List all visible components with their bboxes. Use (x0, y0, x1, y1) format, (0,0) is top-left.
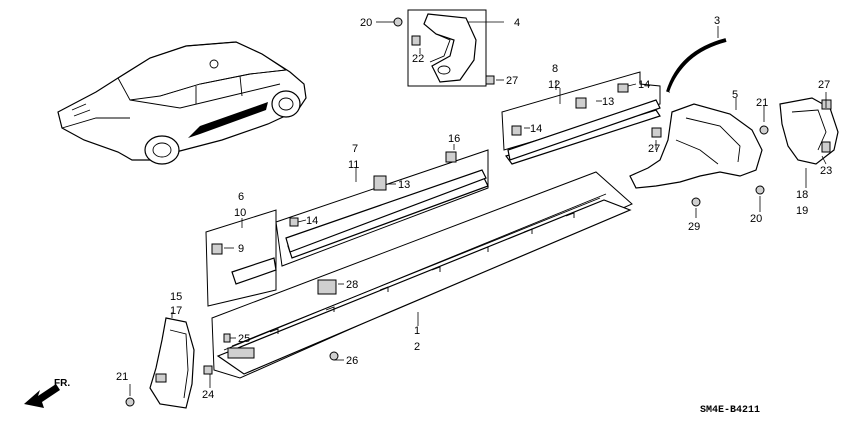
label-18: 18 (796, 189, 808, 201)
label-21: 21 (756, 97, 768, 109)
label-6: 6 (238, 191, 244, 203)
part-5-inner-fender (629, 98, 763, 189)
label-27: 27 (506, 75, 518, 87)
label-28: 28 (346, 279, 358, 291)
label-26: 26 (346, 355, 358, 367)
label-4: 4 (514, 17, 520, 29)
label-16: 16 (448, 133, 460, 145)
label-7: 7 (352, 143, 358, 155)
label-27: 27 (818, 79, 830, 91)
label-12: 12 (548, 79, 560, 91)
label-29: 29 (688, 221, 700, 233)
label-17: 17 (170, 305, 182, 317)
car-illustration (57, 41, 307, 165)
label-20: 20 (360, 17, 372, 29)
label-27: 27 (648, 143, 660, 155)
label-24: 24 (202, 389, 214, 401)
label-15: 15 (170, 291, 182, 303)
label-22: 22 (412, 53, 424, 65)
part-8-12-rear-garnish (501, 71, 661, 165)
part-6-10-small-garnish (205, 209, 277, 307)
label-19: 19 (796, 205, 808, 217)
label-13: 13 (602, 96, 614, 108)
part-7-11-front-garnish (275, 149, 489, 267)
label-10: 10 (234, 207, 246, 219)
label-9: 9 (238, 243, 244, 255)
label-5: 5 (732, 89, 738, 101)
label-2: 2 (414, 341, 420, 353)
part-1-2-side-sill (211, 171, 633, 379)
part-4-bracket (390, 9, 504, 87)
front-direction-label: FR. (54, 378, 70, 389)
front-direction-arrow (24, 384, 60, 408)
part-18-19-rear-mudguard (691, 97, 839, 207)
label-11: 11 (348, 159, 359, 171)
diagram-code: SM4E-B4211 (700, 405, 760, 416)
callout-labels: 20 4 22 27 3 8 12 14 13 14 5 21 27 27 7 … (54, 15, 832, 416)
part-15-17-front-mudguard (125, 317, 213, 409)
label-23: 23 (820, 165, 832, 177)
label-25: 25 (238, 333, 250, 345)
part-3-arch-strip (666, 26, 727, 93)
label-14: 14 (638, 79, 650, 91)
label-14: 14 (306, 215, 318, 227)
label-20: 20 (750, 213, 762, 225)
label-1: 1 (414, 325, 420, 337)
label-8: 8 (552, 63, 558, 75)
label-13: 13 (398, 179, 410, 191)
label-21: 21 (116, 371, 128, 383)
label-3: 3 (714, 15, 720, 27)
label-14: 14 (530, 123, 542, 135)
